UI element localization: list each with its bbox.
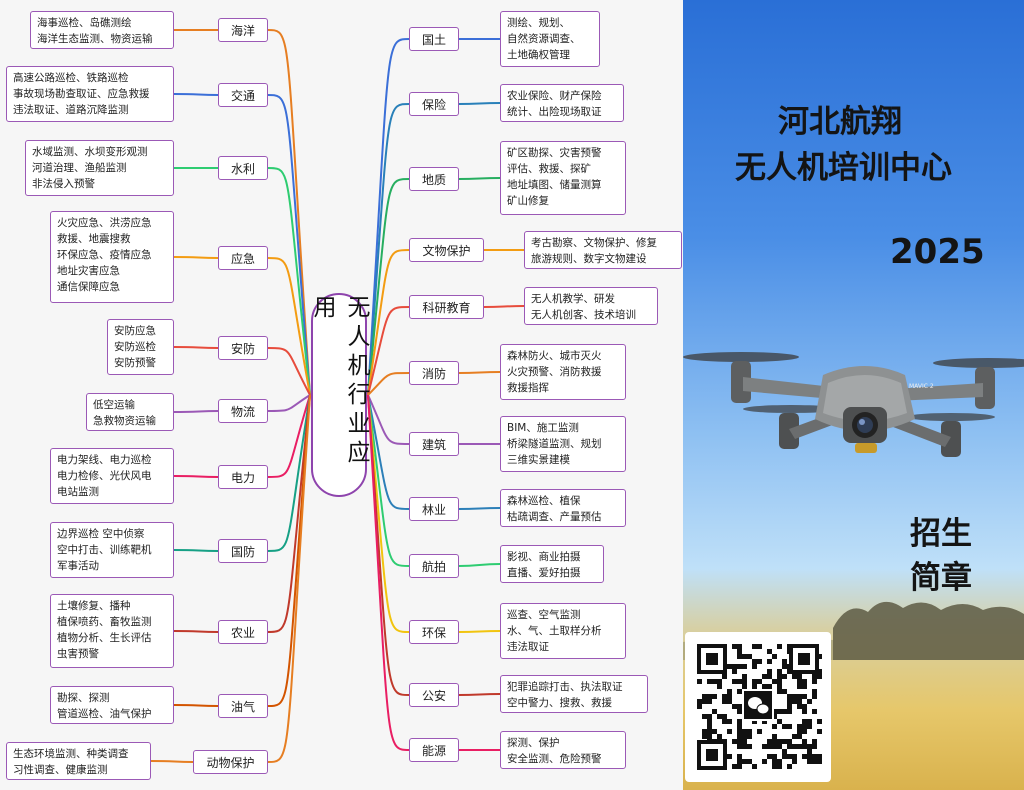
detail-right-4: 无人机教学、研发 无人机创客、技术培训 — [524, 287, 658, 325]
detail-right-5: 森林防火、城市灭火 火灾预警、消防救援 救援指挥 — [500, 344, 626, 400]
branch-line-r4 — [367, 306, 410, 396]
poster-title-line1: 河北航翔 — [778, 104, 902, 140]
branch-line-r11 — [367, 394, 410, 751]
branch-line-r2 — [367, 178, 410, 396]
category-left-5: 物流 — [218, 399, 268, 423]
detail-left-7: 边界巡检 空中侦察 空中打击、训练靶机 军事活动 — [50, 522, 174, 578]
detail-left-3: 火灾应急、洪涝应急 救援、地震搜救 环保应急、疫情应急 地址灾害应急 通信保障应… — [50, 211, 174, 303]
detail-line-r10 — [458, 693, 501, 696]
detail-line-r9 — [458, 630, 501, 633]
category-right-9: 环保 — [409, 620, 459, 644]
branch-line-7 — [267, 394, 311, 552]
branch-line-r0 — [367, 38, 410, 396]
detail-left-2: 水域监测、水坝变形观测 河道治理、渔船监测 非法侵入预警 — [25, 140, 174, 196]
detail-right-6: BIM、施工监测 桥梁隧道监测、规划 三维实景建模 — [500, 416, 626, 472]
detail-line-9 — [173, 704, 219, 707]
detail-line-r1 — [458, 102, 501, 105]
category-left-6: 电力 — [218, 465, 268, 489]
category-right-0: 国土 — [409, 27, 459, 51]
category-left-7: 国防 — [218, 539, 268, 563]
detail-line-8 — [173, 630, 219, 633]
detail-right-10: 犯罪追踪打击、执法取证 空中警力、搜救、救援 — [500, 675, 648, 713]
branch-line-10 — [267, 394, 311, 763]
detail-right-3: 考古勘察、文物保护、修复 旅游规则、数字文物建设 — [524, 231, 682, 269]
recruit-line2: 简章 — [910, 560, 972, 596]
detail-line-3 — [173, 256, 219, 259]
branch-line-4 — [267, 347, 311, 396]
detail-line-r7 — [458, 507, 501, 510]
branch-line-r6 — [367, 394, 410, 445]
detail-left-4: 安防应急 安防巡检 安防预警 — [107, 319, 174, 375]
branch-line-r1 — [367, 103, 410, 396]
category-left-1: 交通 — [218, 83, 268, 107]
category-left-8: 农业 — [218, 620, 268, 644]
branch-line-r3 — [367, 249, 410, 396]
detail-right-11: 探测、保护 安全监测、危险预警 — [500, 731, 626, 769]
branch-line-1 — [267, 94, 311, 396]
detail-right-8: 影视、商业拍摄 直播、爱好拍摄 — [500, 545, 604, 583]
branch-line-r9 — [367, 394, 410, 633]
category-left-10: 动物保护 — [193, 750, 268, 774]
detail-right-0: 测绘、规划、 自然资源调查、 土地确权管理 — [500, 11, 600, 67]
poster-panel: 河北航翔 无人机培训中心 2025 MAVIC 2 招生 简章 — [683, 0, 1024, 790]
branch-line-r10 — [367, 394, 410, 696]
detail-left-5: 低空运输 急救物资运输 — [86, 393, 174, 431]
category-right-8: 航拍 — [409, 554, 459, 578]
category-left-9: 油气 — [218, 694, 268, 718]
branch-line-9 — [267, 394, 311, 707]
branch-line-6 — [267, 394, 311, 478]
detail-right-9: 巡查、空气监测 水、气、土取样分析 违法取证 — [500, 603, 626, 659]
branch-line-3 — [267, 257, 311, 396]
category-right-5: 消防 — [409, 361, 459, 385]
poster-title-line2: 无人机培训中心 — [735, 150, 952, 186]
detail-line-1 — [173, 93, 219, 96]
detail-line-r2 — [458, 177, 501, 180]
branch-line-r5 — [367, 372, 410, 396]
category-right-3: 文物保护 — [409, 238, 484, 262]
detail-right-1: 农业保险、财产保险 统计、出险现场取证 — [500, 84, 624, 122]
category-right-4: 科研教育 — [409, 295, 484, 319]
category-left-3: 应急 — [218, 246, 268, 270]
detail-right-2: 矿区勘探、灾害预警 评估、救援、探矿 地址填图、储量测算 矿山修复 — [500, 141, 626, 215]
category-left-0: 海洋 — [218, 18, 268, 42]
detail-line-4 — [173, 346, 219, 349]
detail-left-1: 高速公路巡检、铁路巡检 事故现场勘查取证、应急救援 违法取证、道路沉降监测 — [6, 66, 174, 122]
detail-left-9: 勘探、探测 管道巡检、油气保护 — [50, 686, 174, 724]
detail-left-0: 海事巡检、岛礁测绘 海洋生态监测、物资运输 — [30, 11, 174, 49]
category-right-1: 保险 — [409, 92, 459, 116]
category-right-6: 建筑 — [409, 432, 459, 456]
branch-line-r7 — [367, 394, 410, 510]
category-right-10: 公安 — [409, 683, 459, 707]
branch-line-5 — [267, 394, 311, 412]
detail-right-7: 森林巡检、植保 枯疏调查、产量预估 — [500, 489, 626, 527]
detail-line-10 — [150, 760, 194, 763]
wechat-qr-code[interactable] — [685, 632, 831, 782]
detail-line-7 — [173, 549, 219, 552]
connector-lines — [150, 29, 525, 763]
recruit-line1: 招生 — [910, 516, 972, 552]
category-right-11: 能源 — [409, 738, 459, 762]
center-node: 无人机行业应用 — [309, 293, 369, 497]
detail-line-5 — [173, 410, 219, 413]
detail-left-10: 生态环境监测、种类调查 习性调查、健康监测 — [6, 742, 151, 780]
category-left-2: 水利 — [218, 156, 268, 180]
category-right-2: 地质 — [409, 167, 459, 191]
detail-line-r8 — [458, 563, 501, 567]
drone-model-label: MAVIC 2 — [909, 383, 934, 390]
detail-left-8: 土壤修复、播种 植保喷药、畜牧监测 植物分析、生长评估 虫害预警 — [50, 594, 174, 668]
detail-line-6 — [173, 475, 219, 478]
detail-line-r5 — [458, 371, 501, 374]
category-left-4: 安防 — [218, 336, 268, 360]
drone-image: MAVIC 2 — [683, 352, 1024, 457]
detail-left-6: 电力架线、电力巡检 电力检修、光伏风电 电站监测 — [50, 448, 174, 504]
branch-line-8 — [267, 394, 311, 633]
branch-line-r8 — [367, 394, 410, 567]
mind-map: 海洋 海事巡检、岛礁测绘 海洋生态监测、物资运输交通 高速公路巡检、铁路巡检 事故现… — [6, 11, 682, 780]
branch-line-2 — [267, 167, 311, 396]
branch-line-0 — [267, 29, 311, 396]
center-title: 无人机行业应用 — [309, 295, 369, 469]
poster-year: 2025 — [890, 232, 985, 272]
category-right-7: 林业 — [409, 497, 459, 521]
detail-line-r4 — [483, 305, 525, 308]
